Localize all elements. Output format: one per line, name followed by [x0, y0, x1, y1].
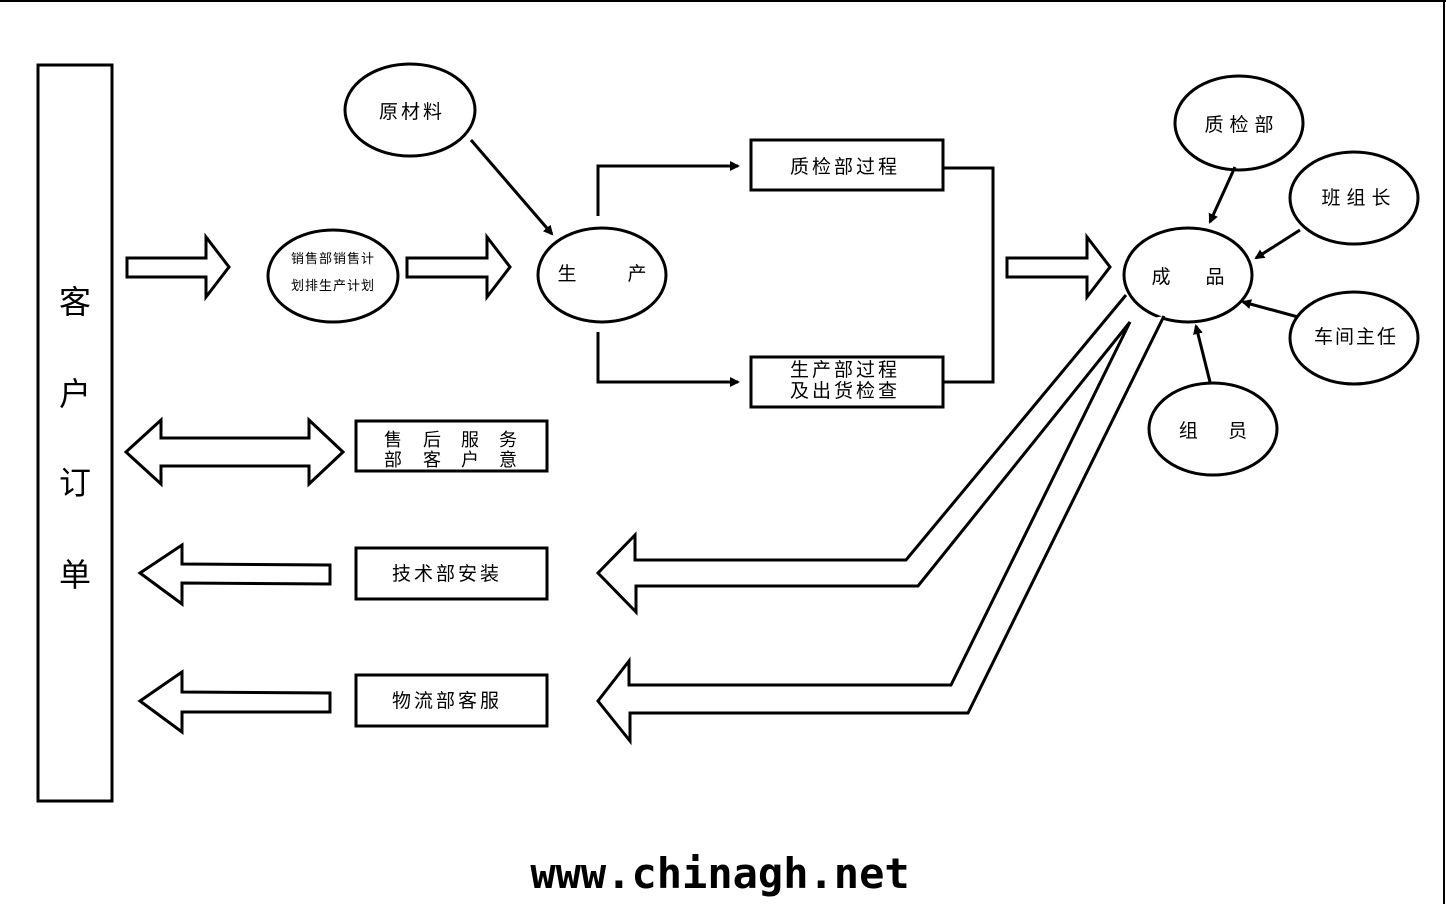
- team-member-label: 组 员: [1179, 420, 1247, 442]
- tech-install-box: 技术部安装: [354, 546, 549, 601]
- connector-qc-to-bracket: [943, 166, 995, 384]
- logistics-box: 物流部客服: [354, 673, 549, 728]
- finished-product-char-1: 成: [1151, 266, 1170, 288]
- after-sales-box: 售 后 服 务 部 客 户 意: [354, 419, 549, 473]
- block-arrow-to-finished: [1005, 232, 1112, 302]
- block-arrow-order-to-sales: [125, 232, 231, 302]
- arrow-production-to-prod-process: [596, 332, 740, 387]
- raw-material-label: 原材料: [379, 101, 445, 123]
- tech-install-label: 技术部安装: [392, 563, 502, 585]
- block-arrow-after-sales-double: [123, 416, 346, 488]
- logistics-label: 物流部客服: [392, 690, 502, 712]
- workshop-director-node: 车间主任: [1288, 290, 1420, 386]
- block-arrow-sales-to-production: [405, 232, 512, 302]
- production-char-2: 产: [627, 263, 646, 285]
- after-sales-line2-c1: 部: [384, 450, 402, 471]
- raw-material-node: 原材料: [343, 62, 477, 158]
- arrow-team-leader-to-finished: [1254, 228, 1301, 260]
- after-sales-line2-c2: 客: [423, 450, 441, 471]
- sales-plan-line-2: 划排生产计划: [291, 279, 375, 294]
- after-sales-line1-c2: 后: [423, 430, 441, 451]
- customer-order-char-4: 单: [59, 556, 91, 594]
- production-process-line-2: 及出货检查: [790, 380, 900, 402]
- production-process-line-1: 生产部过程: [790, 359, 900, 381]
- block-arrow-finished-to-logistics: [596, 315, 1166, 746]
- qc-dept-label: 质 检 部: [1204, 114, 1273, 136]
- finished-product-char-2: 品: [1205, 266, 1224, 288]
- block-arrow-logistics-to-order: [137, 669, 332, 735]
- workshop-director-label: 车间主任: [1314, 326, 1398, 348]
- qc-process-box: 质检部过程: [749, 138, 945, 192]
- finished-product-node: 成 品: [1122, 226, 1254, 324]
- production-node: 生 产: [536, 226, 668, 324]
- team-leader-node: 班 组 长: [1288, 150, 1420, 246]
- customer-order-char-3: 订: [59, 464, 91, 502]
- watermark: www.chinagh.net: [530, 849, 909, 898]
- production-char-1: 生: [557, 263, 576, 285]
- after-sales-line2-c4: 意: [499, 450, 517, 471]
- after-sales-line2-c3: 户: [461, 450, 479, 471]
- team-member-node: 组 员: [1147, 381, 1279, 477]
- qc-process-label: 质检部过程: [790, 156, 900, 178]
- customer-order-char-2: 户: [59, 375, 91, 413]
- production-process-box: 生产部过程 及出货检查: [749, 355, 945, 409]
- block-arrow-tech-to-order: [137, 542, 332, 607]
- after-sales-line1-c3: 服: [461, 430, 479, 451]
- arrow-team-member-to-finished: [1193, 324, 1212, 383]
- arrow-raw-to-production: [469, 139, 554, 236]
- after-sales-line1-c4: 务: [499, 430, 517, 451]
- customer-order-char-1: 客: [59, 283, 91, 321]
- block-arrow-finished-to-tech: [595, 294, 1132, 616]
- sales-plan-line-1: 销售部销售计: [291, 251, 375, 267]
- arrow-production-to-qc: [596, 161, 740, 216]
- qc-dept-node: 质 检 部: [1173, 74, 1305, 172]
- arrow-qc-dept-to-finished: [1208, 166, 1237, 224]
- after-sales-line1-c1: 售: [384, 430, 402, 451]
- arrow-workshop-director-to-finished: [1241, 299, 1299, 319]
- sales-plan-node: 销售部销售计 划排生产计划: [266, 228, 400, 324]
- team-leader-label: 班 组 长: [1321, 187, 1390, 209]
- customer-order-box: 客 户 订 单: [36, 63, 114, 803]
